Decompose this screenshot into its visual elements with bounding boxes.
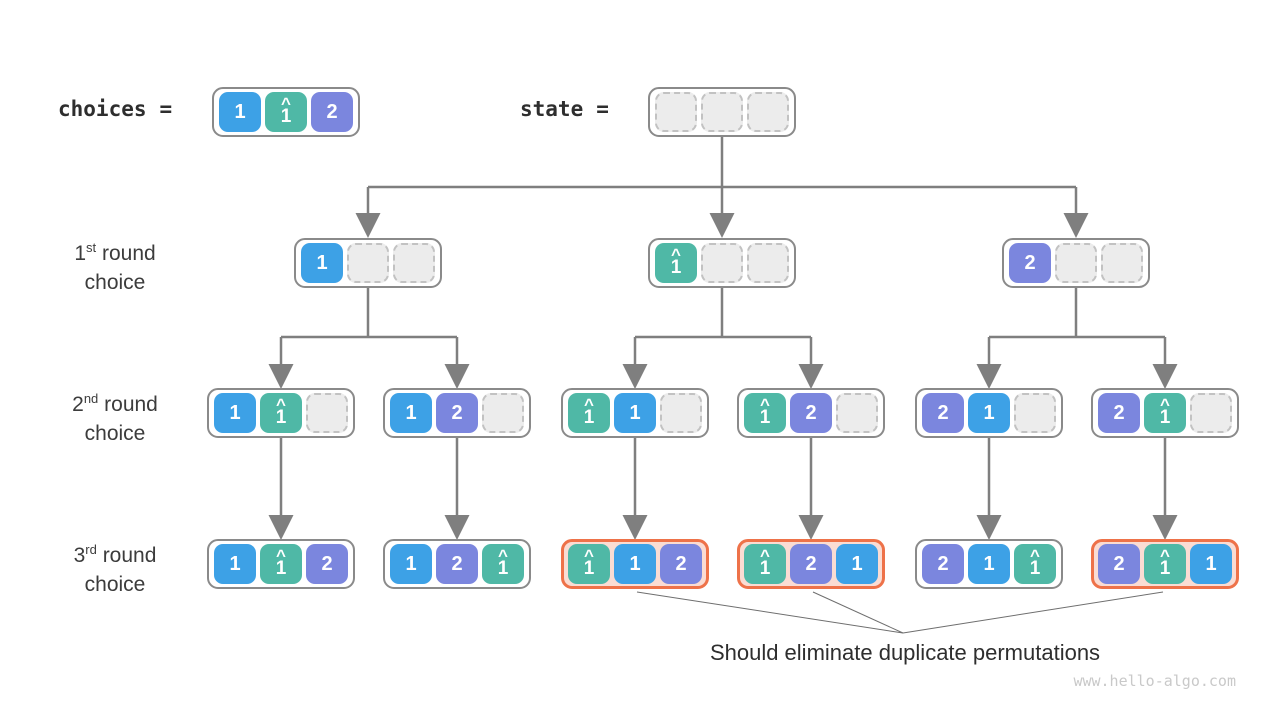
element-2: 2 (436, 393, 478, 433)
element-2: 2 (306, 544, 348, 584)
empty-slot (655, 92, 697, 132)
empty-slot (836, 393, 878, 433)
tree-node-round2-5: 2^1 (1091, 388, 1239, 438)
empty-slot (660, 393, 702, 433)
element-1hat: ^1 (568, 544, 610, 584)
element-1: 1 (614, 393, 656, 433)
element-1: 1 (301, 243, 343, 283)
element-1hat: ^1 (482, 544, 524, 584)
element-2: 2 (1009, 243, 1051, 283)
element-1hat: ^1 (655, 243, 697, 283)
empty-slot (482, 393, 524, 433)
element-1hat: ^1 (1144, 393, 1186, 433)
round-1-label: 1st round choice (74, 240, 156, 294)
empty-slot (1014, 393, 1056, 433)
empty-slot (393, 243, 435, 283)
element-1: 1 (214, 393, 256, 433)
element-1: 1 (219, 92, 261, 132)
duplicate-callout-lines (636, 591, 1164, 634)
element-1hat: ^1 (744, 544, 786, 584)
element-1hat: ^1 (1014, 544, 1056, 584)
empty-slot (347, 243, 389, 283)
tree-node-round1-2: 2 (1002, 238, 1150, 288)
tree-node-round1-1: ^1 (648, 238, 796, 288)
element-1hat: ^1 (744, 393, 786, 433)
duplicate-note: Should eliminate duplicate permutations (709, 640, 1101, 665)
state-label: state = (520, 97, 609, 121)
empty-slot (1055, 243, 1097, 283)
element-2: 2 (790, 393, 832, 433)
state-root-box (648, 87, 796, 137)
empty-slot (747, 92, 789, 132)
watermark: www.hello-algo.com (1073, 672, 1236, 690)
empty-slot (747, 243, 789, 283)
element-1: 1 (968, 544, 1010, 584)
empty-slot (701, 243, 743, 283)
element-1: 1 (836, 544, 878, 584)
state-equals-sign: = (596, 97, 609, 121)
tree-node-round2-0: 1^1 (207, 388, 355, 438)
state-word: state (520, 97, 584, 121)
element-1hat: ^1 (260, 544, 302, 584)
element-1hat: ^1 (260, 393, 302, 433)
element-1hat: ^1 (1144, 544, 1186, 584)
choices-word: choices (58, 97, 147, 121)
empty-slot (306, 393, 348, 433)
element-1: 1 (390, 544, 432, 584)
element-1: 1 (1190, 544, 1232, 584)
element-2: 2 (660, 544, 702, 584)
element-2: 2 (922, 544, 964, 584)
element-1: 1 (614, 544, 656, 584)
round-3-label: 3rd round choice (73, 542, 157, 596)
element-1: 1 (390, 393, 432, 433)
element-1hat: ^1 (568, 393, 610, 433)
element-2: 2 (1098, 393, 1140, 433)
element-1hat: ^1 (265, 92, 307, 132)
round-2-label: 2nd round choice (72, 391, 158, 445)
choices-label: choices = (58, 97, 172, 121)
tree-node-round1-0: 1 (294, 238, 442, 288)
element-2: 2 (922, 393, 964, 433)
empty-slot (1101, 243, 1143, 283)
element-2: 2 (790, 544, 832, 584)
choices-equals-sign: = (159, 97, 173, 121)
empty-slot (701, 92, 743, 132)
element-2: 2 (311, 92, 353, 132)
element-1: 1 (214, 544, 256, 584)
empty-slot (1190, 393, 1232, 433)
element-1: 1 (968, 393, 1010, 433)
element-2: 2 (1098, 544, 1140, 584)
element-2: 2 (436, 544, 478, 584)
